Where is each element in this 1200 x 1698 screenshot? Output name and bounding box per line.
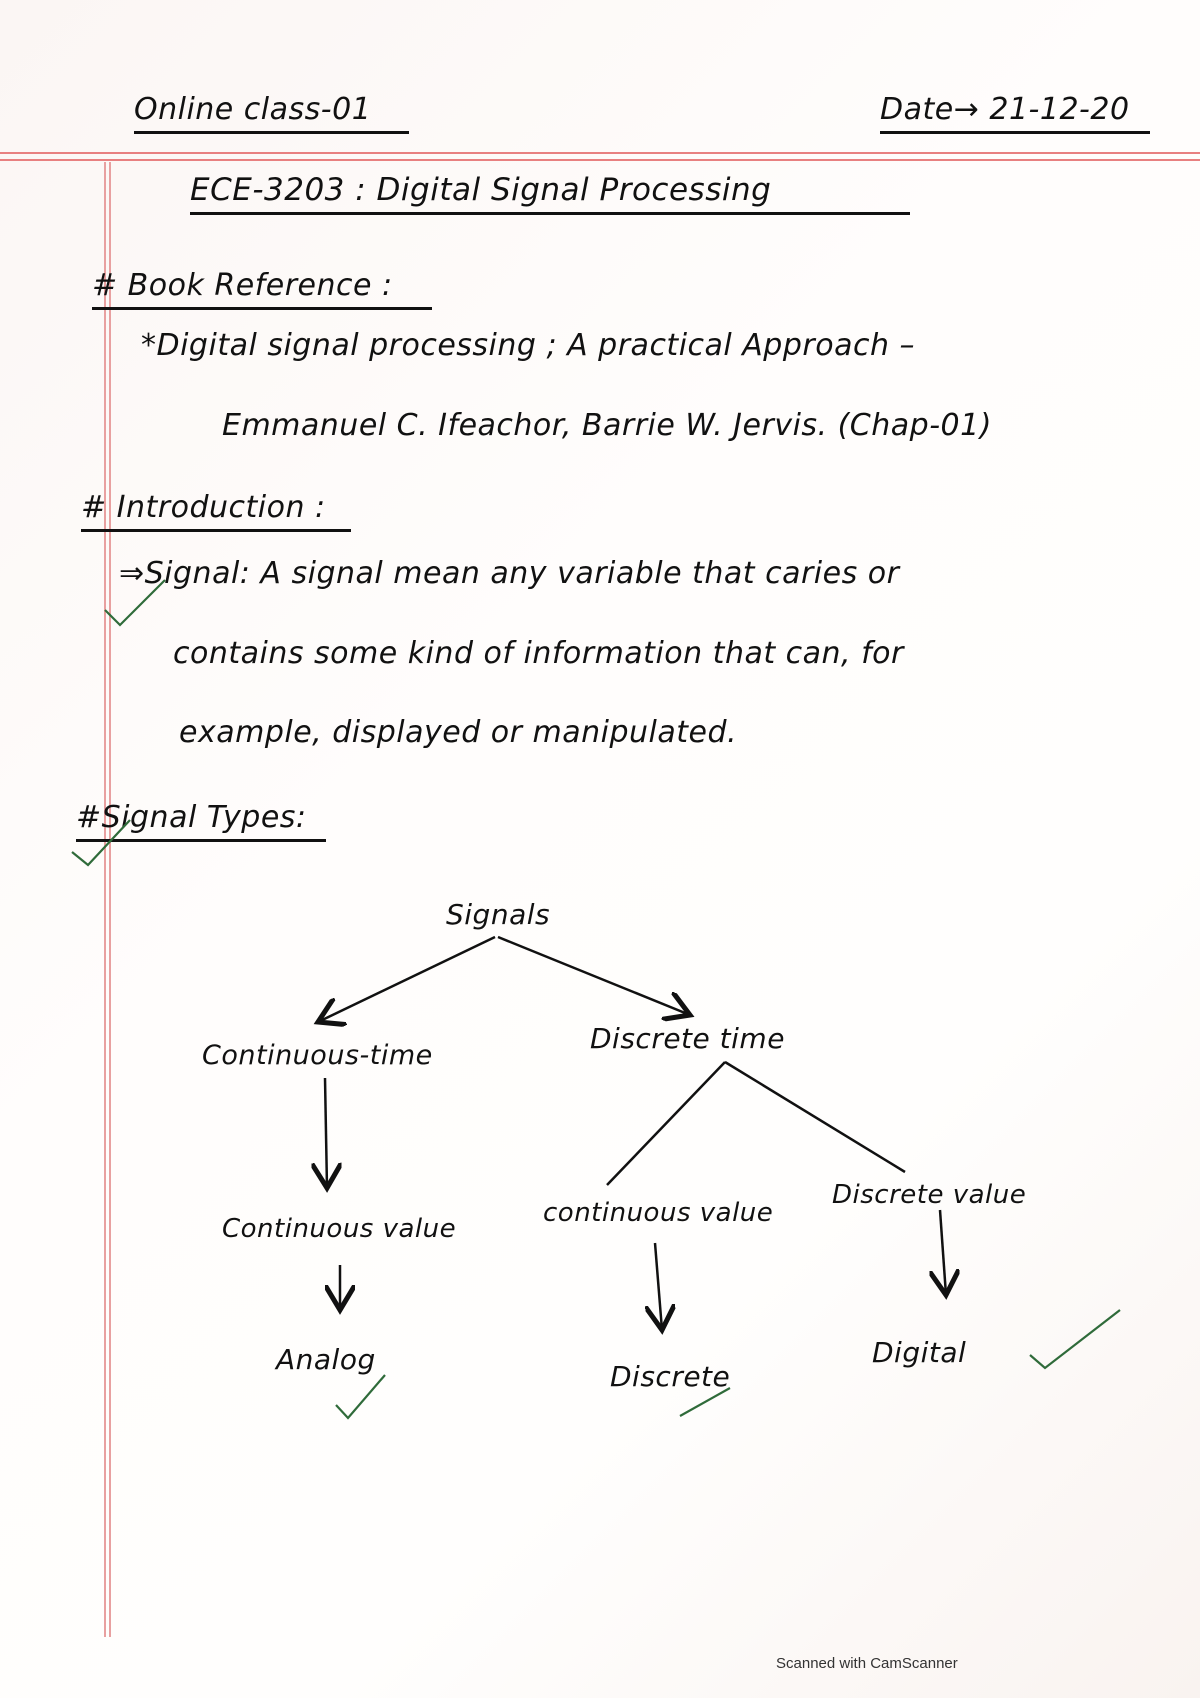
check-mark-icon [1029,1309,1121,1370]
book-reference-heading: # Book Reference : [92,268,432,310]
scanner-watermark: Scanned with CamScanner [776,1655,958,1672]
tree-node-signals: Signals [446,898,551,931]
tree-node-discrete-time: Discrete time [590,1022,785,1055]
check-mark-icon [335,1374,386,1420]
tree-node-dt-continuous-value: continuous value [543,1198,774,1228]
tree-node-analog: Analog [276,1343,376,1376]
branch-line [724,1060,906,1174]
margin-line [104,162,106,1637]
intro-line: ⇒Signal: A signal mean any variable that… [119,556,900,591]
tree-node-continuous-value: Continuous value [222,1214,457,1244]
header-rule [0,152,1200,154]
tree-node-discrete-value: Discrete value [832,1180,1027,1210]
signal-types-heading: #Signal Types: [76,800,326,842]
intro-line: contains some kind of information that c… [173,636,904,671]
branch-line [606,1061,726,1186]
check-mark-icon [104,579,166,627]
arrow-to-discrete-time [497,935,690,1015]
check-mark-icon [679,1387,731,1417]
intro-line: example, displayed or manipulated. [179,715,738,750]
tree-node-continuous-time: Continuous-time [202,1040,433,1071]
arrow-down [325,1077,327,1188]
tree-node-discrete: Discrete [610,1360,731,1393]
tree-node-digital: Digital [872,1336,967,1369]
check-mark-icon [71,819,131,867]
page-title: ECE-3203 : Digital Signal Processing [190,172,910,215]
title-underline-hook [190,212,910,226]
class-label: Online class-01 [134,92,409,134]
arrow-to-continuous-time [318,935,496,1022]
book-title: *Digital signal processing ; A practical… [141,328,916,363]
date-label: Date→ 21-12-20 [880,92,1150,134]
arrow-down [940,1209,946,1295]
arrow-down [655,1242,662,1330]
book-authors: Emmanuel C. Ifeachor, Barrie W. Jervis. … [222,408,992,443]
introduction-heading: # Introduction : [81,490,351,532]
margin-line [109,162,111,1637]
header-rule [0,159,1200,161]
